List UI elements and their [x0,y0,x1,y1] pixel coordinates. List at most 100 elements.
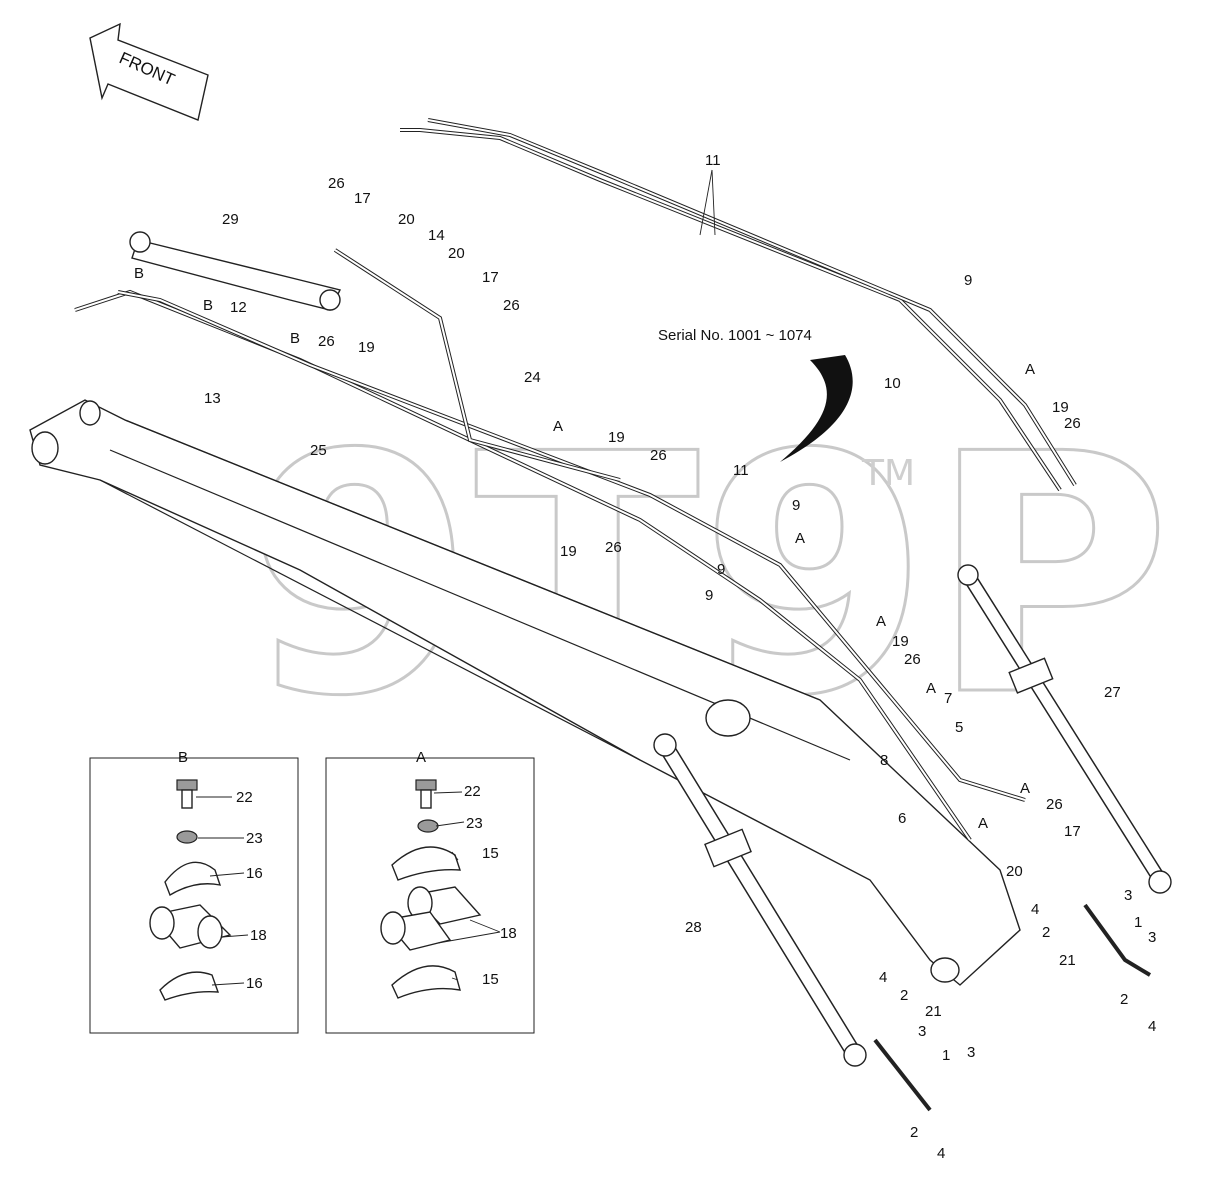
callout-3: 3 [1124,887,1132,904]
detail-a-label-22: 22 [464,783,481,800]
clamp-icon [391,965,461,999]
callout-B: B [203,297,213,314]
boom-cylinder-27 [957,564,1172,894]
callout-28: 28 [685,919,702,936]
callout-3: 3 [967,1044,975,1061]
callout-A: A [1020,780,1030,797]
callout-A: A [978,815,988,832]
callout-A: A [553,418,563,435]
callout-7: 7 [944,690,952,707]
arm-cylinder-29 [129,231,342,311]
detail-b-label-22: 22 [236,789,253,806]
callout-B: B [290,330,300,347]
callout-25: 25 [310,442,327,459]
callout-3: 3 [918,1023,926,1040]
callout-4: 4 [1148,1018,1156,1035]
detail-b-label-16: 16 [246,865,263,882]
callout-20: 20 [448,245,465,262]
clamp-icon [159,971,220,1001]
callout-19: 19 [1052,399,1069,416]
callout-26: 26 [1046,796,1063,813]
detail-b-label-23: 23 [246,830,263,847]
callout-19: 19 [608,429,625,446]
callout-21: 21 [1059,952,1076,969]
trademark-text: TM [861,453,915,494]
callout-labels: 11 9 10 A 19 26 26 17 20 14 29 20 17 26 … [134,152,1156,1162]
washer-icon [176,830,198,844]
callout-19: 19 [358,339,375,356]
callout-24: 24 [524,369,541,386]
detail-a-label-15b: 15 [482,971,499,988]
washer-icon [417,819,439,833]
callout-A: A [926,680,936,697]
callout-4: 4 [937,1145,945,1162]
callout-A: A [1025,361,1035,378]
callout-19: 19 [892,633,909,650]
callout-4: 4 [879,969,887,986]
callout-20: 20 [1006,863,1023,880]
callout-29: 29 [222,211,239,228]
callout-2: 2 [1042,924,1050,941]
hydraulic-hoses [74,118,1152,1112]
callout-1: 1 [942,1047,950,1064]
callout-17: 17 [1064,823,1081,840]
front-arrow-icon: FRONT [89,22,209,121]
detail-a-label-23: 23 [466,815,483,832]
callout-2: 2 [910,1124,918,1141]
callout-6: 6 [898,810,906,827]
callout-26: 26 [904,651,921,668]
detail-box-b: B 22 23 16 18 16 [89,749,299,1034]
clamp-icon [164,861,222,897]
callout-17: 17 [354,190,371,207]
callout-26: 26 [328,175,345,192]
detail-a-label-15: 15 [482,845,499,862]
detail-b-label-18: 18 [250,927,267,944]
callout-19: 19 [560,543,577,560]
serial-note: Serial No. 1001 ~ 1074 [658,327,812,344]
bushing-icon [380,886,482,951]
callout-2: 2 [900,987,908,1004]
callout-11: 11 [733,462,749,479]
serial-arrow-icon: Serial No. 1001 ~ 1074 [658,327,853,462]
clamp-icon [391,846,461,881]
callout-4: 4 [1031,901,1039,918]
callout-8: 8 [880,752,888,769]
callout-1: 1 [1134,914,1142,931]
callout-26: 26 [1064,415,1081,432]
callout-3: 3 [1148,929,1156,946]
callout-10: 10 [884,375,901,392]
bushing-icon [149,904,232,949]
bolt-icon [415,779,437,809]
detail-a-title: A [416,749,426,766]
callout-5: 5 [955,719,963,736]
callout-2: 2 [1120,991,1128,1008]
callout-26: 26 [318,333,335,350]
callout-A: A [795,530,805,547]
detail-b-title: B [178,749,188,766]
detail-box-a: A 22 23 15 18 15 [325,749,535,1034]
callout-27: 27 [1104,684,1121,701]
detail-b-label-16b: 16 [246,975,263,992]
detail-a-label-18: 18 [500,925,517,942]
callout-26: 26 [650,447,667,464]
callout-17: 17 [482,269,499,286]
callout-20: 20 [398,211,415,228]
callout-21: 21 [925,1003,942,1020]
callout-9: 9 [792,497,800,514]
callout-9: 9 [964,272,972,289]
callout-A: A [876,613,886,630]
callout-9: 9 [705,587,713,604]
callout-13: 13 [204,390,221,407]
callout-26: 26 [503,297,520,314]
boom-body [29,399,1021,986]
callout-12: 12 [230,299,247,316]
boom-cylinder-28 [653,733,867,1067]
callout-26: 26 [605,539,622,556]
callout-9: 9 [717,561,725,578]
callout-14: 14 [428,227,445,244]
callout-11: 11 [705,152,721,169]
callout-B: B [134,265,144,282]
bolt-icon [176,779,198,809]
